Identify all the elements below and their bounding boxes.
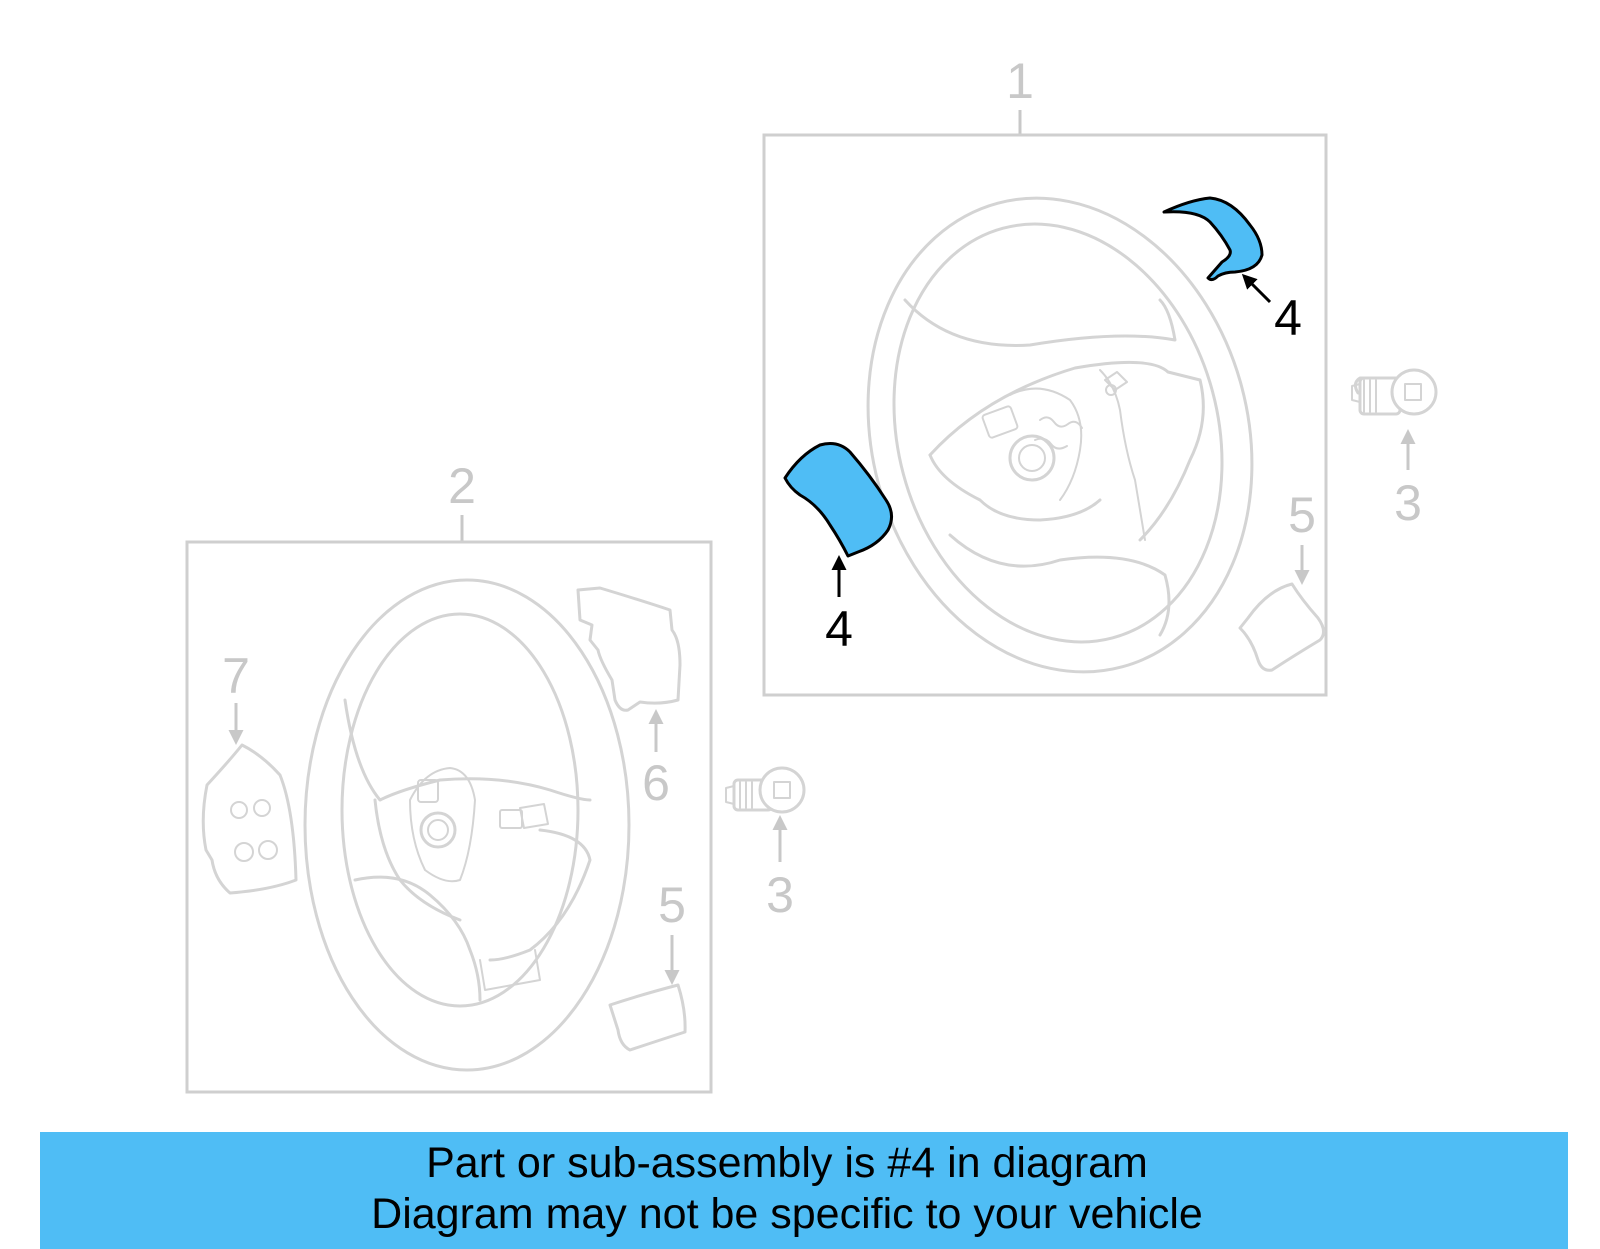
part-4-cover-upper-right[interactable] (1162, 196, 1264, 282)
steering-wheel-1-drawing (866, 196, 1254, 674)
part-5-trim-left[interactable] (608, 983, 687, 1052)
banner-line-1: Part or sub-assembly is #4 in diagram (426, 1139, 1148, 1187)
part-3-bolt-right[interactable] (1351, 368, 1438, 416)
callout-7[interactable]: 7 (222, 648, 250, 704)
part-3-bolt-left[interactable] (725, 766, 806, 814)
callout-3-right[interactable]: 3 (1394, 475, 1422, 531)
steering-wheel-2-drawing (303, 578, 631, 1072)
assembly-1-frame (762, 133, 1328, 697)
part-4-cover-left[interactable] (783, 442, 893, 558)
callout-4-upper-right[interactable]: 4 (1274, 290, 1302, 346)
part-7-switch[interactable] (201, 743, 298, 895)
assembly-1-group: 1 4 4 5 (762, 53, 1328, 697)
assembly-2-group: 2 6 7 (185, 458, 713, 1094)
info-banner: Part or sub-assembly is #4 in diagram Di… (40, 1132, 1568, 1249)
callout-6[interactable]: 6 (642, 755, 670, 811)
part-5-trim-right[interactable] (1238, 582, 1325, 672)
callout-3-left[interactable]: 3 (766, 867, 794, 923)
callout-2[interactable]: 2 (448, 458, 476, 514)
callout-1[interactable]: 1 (1006, 53, 1034, 109)
assembly-2-frame (185, 540, 713, 1094)
part-6-airbag[interactable] (576, 586, 682, 712)
banner-line-2: Diagram may not be specific to your vehi… (371, 1190, 1203, 1238)
callout-4-left[interactable]: 4 (825, 601, 853, 657)
callout-5-right[interactable]: 5 (1288, 487, 1316, 543)
leader-4-upper-right (1241, 273, 1272, 304)
callout-5-left[interactable]: 5 (658, 877, 686, 933)
